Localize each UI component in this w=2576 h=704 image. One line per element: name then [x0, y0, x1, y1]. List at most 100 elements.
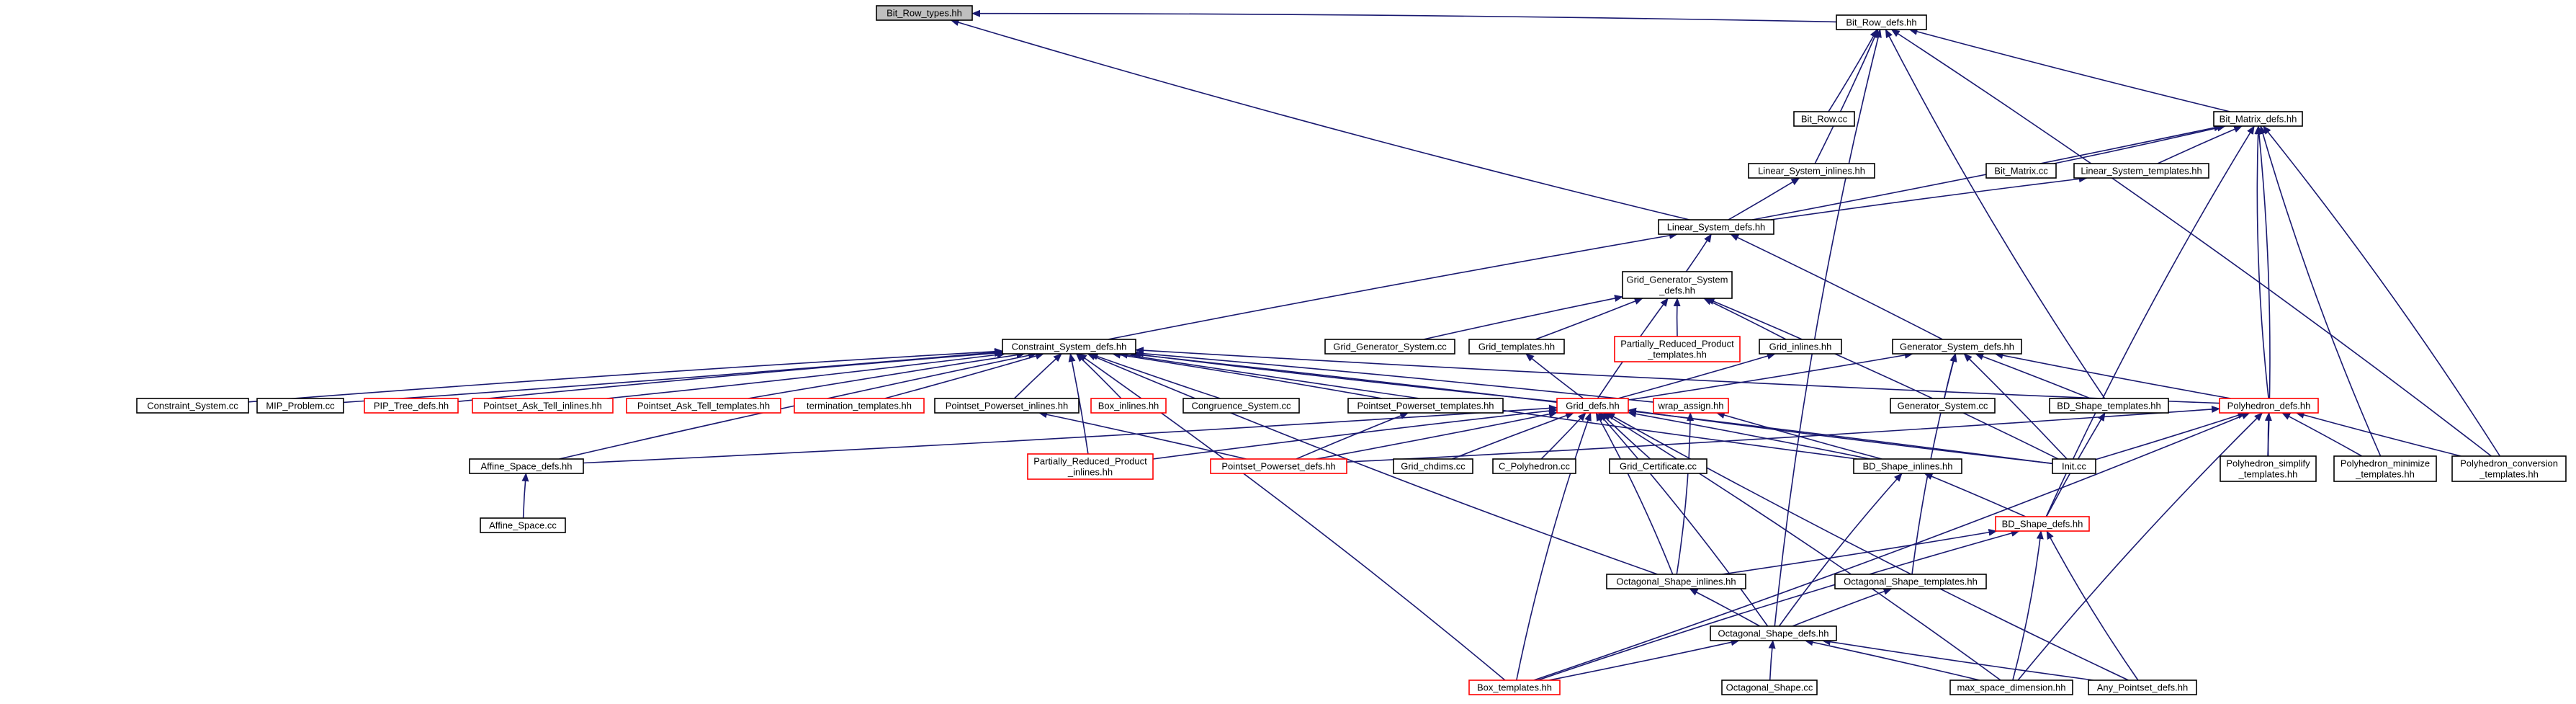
node-box: [2073, 163, 2209, 179]
node-partially-reduced-product-inlines[interactable]: Partially_Reduced_Product_inlines.hh: [1027, 453, 1154, 480]
node-box: [1658, 219, 1774, 235]
node-polyhedron-simplify-templates[interactable]: Polyhedron_simplify_templates.hh: [2220, 455, 2317, 482]
edge-max-space-dimension-to-polyhedron-defs: [2017, 412, 2263, 681]
node-label: Bit_Row.cc: [1801, 114, 1848, 125]
node-constraint-system-cc[interactable]: Constraint_System.cc: [136, 398, 249, 414]
node-label: _templates.hh: [2355, 469, 2415, 480]
node-box: [136, 398, 249, 414]
edge-grid-generator-system-defs-to-linear-system-defs: [1685, 233, 1712, 272]
edge-box-templates-to-polyhedron-defs: [1533, 412, 2250, 681]
edge-pointset-powerset-defs-to-polyhedron-defs: [1346, 405, 2220, 463]
node-octagonal-shape-defs[interactable]: Octagonal_Shape_defs.hh: [1710, 625, 1837, 641]
node-linear-system-inlines[interactable]: Linear_System_inlines.hh: [1748, 163, 1875, 179]
node-bit-row-cc[interactable]: Bit_Row.cc: [1793, 111, 1855, 127]
edge-polyhedron-defs-to-constraint-system-defs: [1135, 347, 2220, 404]
node-polyhedron-conversion-templates[interactable]: Polyhedron_conversion_templates.hh: [2451, 455, 2567, 482]
edge-polyhedron-minimize-templates-to-bit-matrix-defs: [2259, 125, 2382, 457]
edge-termination-templates-to-constraint-system-defs: [884, 352, 1044, 399]
node-box: [364, 398, 459, 414]
node-constraint-system-defs[interactable]: Constraint_System_defs.hh: [1002, 339, 1136, 355]
node-generator-system-cc[interactable]: Generator_System.cc: [1890, 398, 1996, 414]
edge-pointset-ask-tell-inlines-to-constraint-system-defs: [606, 351, 1006, 399]
node-box: [1890, 398, 1996, 414]
node-bit-matrix-cc[interactable]: Bit_Matrix.cc: [1985, 163, 2057, 179]
node-grid-generator-system-cc[interactable]: Grid_Generator_System.cc: [1324, 339, 1455, 355]
node-octagonal-shape-inlines[interactable]: Octagonal_Shape_inlines.hh: [1606, 574, 1746, 589]
node-pointset-powerset-inlines[interactable]: Pointset_Powerset_inlines.hh: [934, 398, 1080, 414]
node-polyhedron-defs[interactable]: Polyhedron_defs.hh: [2219, 398, 2319, 414]
node-box-templates[interactable]: Box_templates.hh: [1468, 680, 1561, 695]
edge-init-cc-to-polyhedron-defs: [2095, 411, 2247, 460]
node-affine-space-defs[interactable]: Affine_Space_defs.hh: [469, 458, 584, 474]
node-pointset-powerset-templates[interactable]: Pointset_Powerset_templates.hh: [1347, 398, 1504, 414]
edge-any-pointset-defs-to-grid-defs: [1606, 412, 2129, 681]
node-any-pointset-defs[interactable]: Any_Pointset_defs.hh: [2088, 680, 2197, 695]
node-grid-defs[interactable]: Grid_defs.hh: [1556, 398, 1629, 414]
node-label: Bit_Matrix_defs.hh: [2220, 114, 2297, 125]
edge-polyhedron-conversion-templates-to-bit-matrix-defs: [2263, 125, 2501, 457]
node-affine-space-cc[interactable]: Affine_Space.cc: [480, 517, 566, 533]
node-box: [1748, 163, 1875, 179]
node-bd-shape-inlines[interactable]: BD_Shape_inlines.hh: [1853, 458, 1962, 474]
edge-max-space-dimension-to-bd-shape-defs: [2012, 530, 2044, 681]
node-bit-matrix-defs[interactable]: Bit_Matrix_defs.hh: [2213, 111, 2303, 127]
node-box: [256, 398, 344, 414]
edge-polyhedron-conversion-templates-to-polyhedron-defs: [2295, 411, 2461, 457]
node-congruence-system-cc[interactable]: Congruence_System.cc: [1182, 398, 1300, 414]
node-label: Constraint_System_defs.hh: [1012, 342, 1127, 352]
edge-polyhedron-defs-to-bit-matrix-defs: [2254, 125, 2269, 399]
node-label: Octagonal_Shape_defs.hh: [1718, 628, 1829, 639]
node-pointset-ask-tell-inlines[interactable]: Pointset_Ask_Tell_inlines.hh: [472, 398, 614, 414]
node-grid-certificate-cc[interactable]: Grid_Certificate.cc: [1609, 458, 1707, 474]
node-bd-shape-defs[interactable]: BD_Shape_defs.hh: [1995, 516, 2090, 532]
node-label: Polyhedron_defs.hh: [2227, 401, 2311, 411]
node-grid-inlines[interactable]: Grid_inlines.hh: [1759, 339, 1842, 355]
node-max-space-dimension[interactable]: max_space_dimension.hh: [1949, 680, 2073, 695]
node-linear-system-templates[interactable]: Linear_System_templates.hh: [2073, 163, 2209, 179]
node-box: [1324, 339, 1455, 355]
node-label: PIP_Tree_defs.hh: [374, 401, 449, 411]
edge-bit-row-defs-to-bit-row-types: [971, 9, 1837, 23]
node-box-inlines[interactable]: Box_inlines.hh: [1090, 398, 1167, 414]
node-box: [472, 398, 614, 414]
node-label: Linear_System_inlines.hh: [1758, 166, 1865, 177]
edges-layer: [248, 9, 2501, 681]
node-octagonal-shape-cc[interactable]: Octagonal_Shape.cc: [1721, 680, 1818, 695]
node-init-cc[interactable]: Init.cc: [2052, 458, 2096, 474]
node-bd-shape-templates[interactable]: BD_Shape_templates.hh: [2049, 398, 2169, 414]
node-c-polyhedron-cc[interactable]: C_Polyhedron.cc: [1492, 458, 1576, 474]
edge-grid-inlines-to-grid-generator-system-defs: [1703, 298, 1787, 340]
node-label: _templates.hh: [2238, 469, 2298, 480]
edge-bit-matrix-cc-to-bit-matrix-defs: [2054, 124, 2226, 164]
edge-affine-space-defs-to-grid-defs: [583, 404, 1558, 464]
node-polyhedron-minimize-templates[interactable]: Polyhedron_minimize_templates.hh: [2333, 455, 2437, 482]
node-linear-system-defs[interactable]: Linear_System_defs.hh: [1658, 219, 1774, 235]
node-box: [2220, 455, 2317, 482]
node-pointset-ask-tell-templates[interactable]: Pointset_Ask_Tell_templates.hh: [626, 398, 781, 414]
edge-pointset-powerset-inlines-to-constraint-system-defs: [1013, 353, 1062, 399]
node-wrap-assign[interactable]: wrap_assign.hh: [1653, 398, 1729, 414]
node-label: Polyhedron_simplify: [2226, 458, 2310, 469]
edge-polyhedron-simplify-templates-to-polyhedron-defs: [2264, 412, 2272, 457]
edge-box-templates-to-octagonal-shape-defs: [1548, 638, 1740, 681]
node-octagonal-shape-templates[interactable]: Octagonal_Shape_templates.hh: [1834, 574, 1987, 589]
node-partially-reduced-product-templates[interactable]: Partially_Reduced_Product_templates.hh: [1614, 336, 1741, 362]
node-grid-generator-system-defs[interactable]: Grid_Generator_System_defs.hh: [1622, 271, 1733, 299]
edge-box-inlines-to-constraint-system-defs: [1075, 353, 1122, 399]
node-label: Affine_Space_defs.hh: [481, 461, 573, 472]
nodes-layer: Bit_Row_types.hhBit_Row_defs.hhBit_Row.c…: [136, 5, 2567, 695]
node-pointset-powerset-defs[interactable]: Pointset_Powerset_defs.hh: [1210, 458, 1347, 474]
node-grid-chdims-cc[interactable]: Grid_chdims.cc: [1393, 458, 1473, 474]
edge-linear-system-templates-to-bit-matrix-defs: [2157, 125, 2243, 164]
node-pip-tree-defs[interactable]: PIP_Tree_defs.hh: [364, 398, 459, 414]
edge-box-templates-to-bd-shape-defs: [1538, 530, 2020, 681]
node-bit-row-types[interactable]: Bit_Row_types.hh: [876, 5, 973, 21]
node-generator-system-defs[interactable]: Generator_System_defs.hh: [1892, 339, 2022, 355]
edge-pointset-powerset-defs-to-grid-defs: [1316, 410, 1558, 460]
edge-partially-reduced-product-inlines-to-grid-defs: [1152, 407, 1558, 460]
node-bit-row-defs[interactable]: Bit_Row_defs.hh: [1836, 14, 1927, 30]
node-termination-templates[interactable]: termination_templates.hh: [794, 398, 925, 414]
node-grid-templates[interactable]: Grid_templates.hh: [1468, 339, 1565, 355]
node-mip-problem-cc[interactable]: MIP_Problem.cc: [256, 398, 344, 414]
